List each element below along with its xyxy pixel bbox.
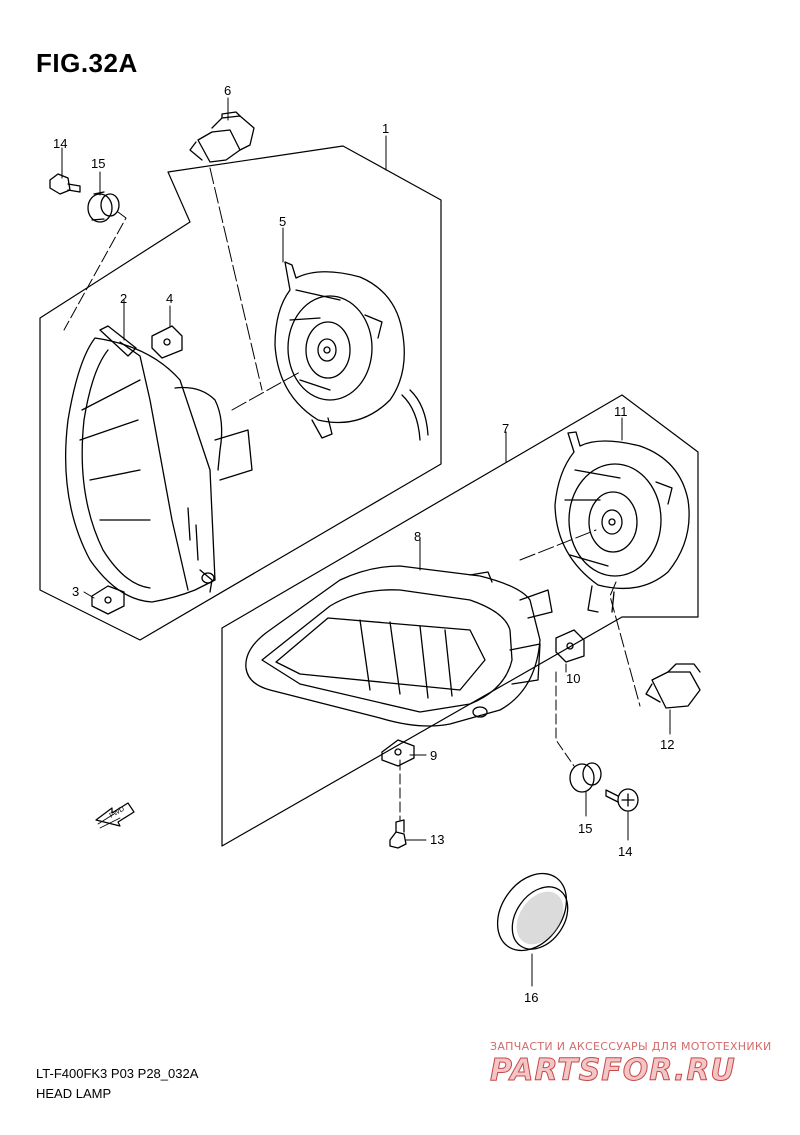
bulb-socket-11	[554, 431, 690, 613]
screw-13	[389, 819, 407, 849]
callout-2: 2	[120, 291, 127, 306]
callout-16: 16	[524, 990, 538, 1005]
callout-4: 4	[166, 291, 173, 306]
assembly-1-frame	[39, 145, 442, 641]
watermark-subtitle: ЗАПЧАСТИ И АКСЕССУАРЫ ДЛЯ МОТОТЕХНИКИ	[490, 1040, 772, 1053]
screw-14-lower	[605, 788, 639, 812]
nut-clip-3	[91, 585, 125, 615]
forward-arrow-icon	[95, 802, 135, 829]
callout-15-lower: 15	[578, 821, 592, 836]
headlamp-unit-8	[245, 565, 553, 727]
nut-clip-4	[151, 325, 183, 359]
callout-3: 3	[72, 584, 79, 599]
callout-7: 7	[502, 421, 509, 436]
callout-9: 9	[430, 748, 437, 763]
screw-14-upper	[49, 173, 81, 195]
callout-14-upper: 14	[53, 136, 67, 151]
callout-8: 8	[414, 529, 421, 544]
bulb-6	[189, 111, 255, 163]
nut-clip-9	[381, 739, 415, 767]
callout-10: 10	[566, 671, 580, 686]
callout-6: 6	[224, 83, 231, 98]
grommet-15-lower	[569, 762, 602, 793]
diagram-code: LT-F400FK3 P03 P28_032A	[36, 1066, 199, 1081]
callout-15-upper: 15	[91, 156, 105, 171]
callout-14-lower: 14	[618, 844, 632, 859]
callout-13: 13	[430, 832, 444, 847]
bulb-12	[645, 663, 701, 709]
nut-clip-10	[555, 629, 585, 663]
diagram-name: HEAD LAMP	[36, 1086, 112, 1101]
headlamp-unit-2	[64, 325, 253, 603]
bulb-socket-5	[274, 261, 429, 441]
callout-12: 12	[660, 737, 674, 752]
callout-11: 11	[614, 404, 628, 419]
callout-1: 1	[382, 121, 389, 136]
assembly-7-frame	[221, 394, 699, 847]
figure-title: FIG.32A	[36, 48, 138, 78]
reflector-16	[496, 872, 569, 952]
grommet-15-upper	[87, 191, 120, 223]
callout-5: 5	[279, 214, 286, 229]
watermark-brand: PARTSFOR.RU	[490, 1053, 736, 1089]
leader-lines	[61, 97, 671, 987]
